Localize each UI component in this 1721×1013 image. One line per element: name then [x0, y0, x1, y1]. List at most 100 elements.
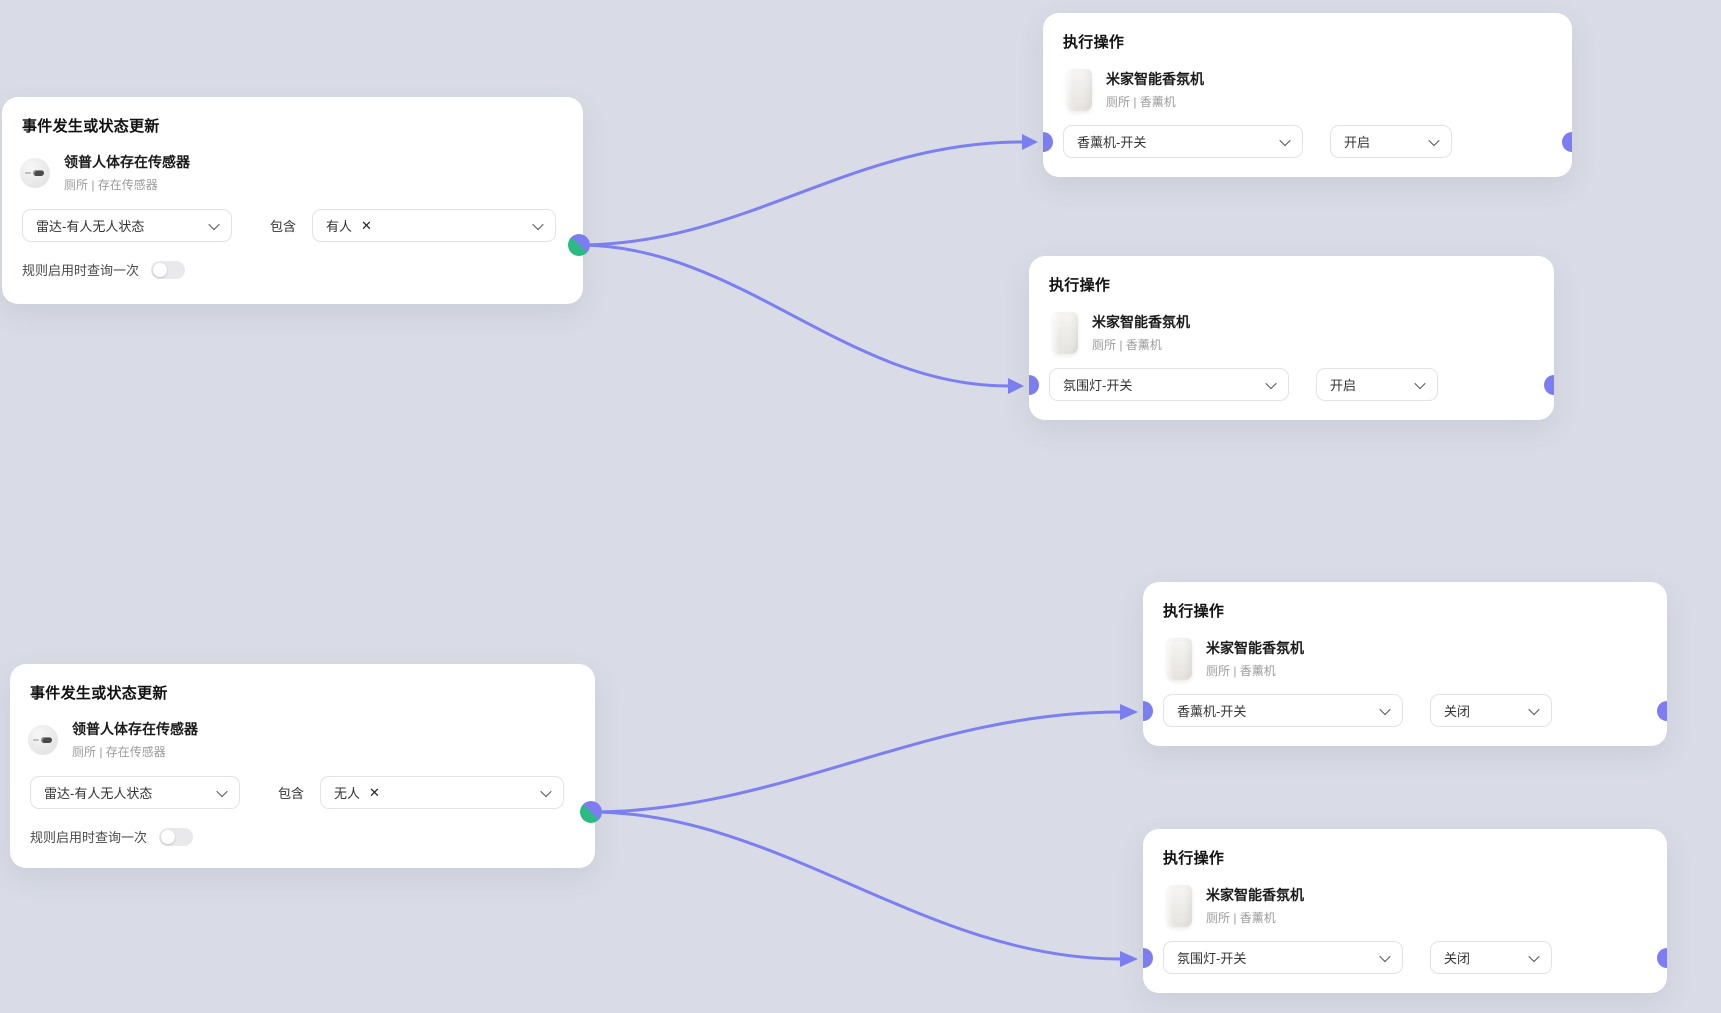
card-title: 执行操作: [1063, 34, 1125, 51]
device-location: 厕所 | 香薰机: [1092, 337, 1162, 352]
function-select-value: 氛围灯-开关: [1177, 951, 1247, 966]
chevron-down-icon: [540, 785, 552, 797]
device-row: 米家智能香氛机 厕所 | 香薰机: [1161, 885, 1304, 927]
device-name: 米家智能香氛机: [1206, 887, 1304, 904]
connection-line-trigger-bottom-action-4[interactable]: [589, 810, 1122, 961]
presence-sensor-icon: [28, 724, 58, 755]
card-title: 执行操作: [1163, 603, 1225, 620]
chevron-down-icon: [1428, 134, 1440, 146]
remove-tag-icon[interactable]: ✕: [369, 785, 380, 800]
input-handle[interactable]: [1143, 948, 1153, 968]
card-title: 事件发生或状态更新: [22, 118, 160, 135]
function-select-value: 香薰机-开关: [1177, 704, 1247, 719]
output-handle[interactable]: [1544, 375, 1554, 395]
device-location: 厕所 | 存在传感器: [64, 177, 158, 192]
device-location: 厕所 | 香薰机: [1106, 94, 1176, 109]
property-select[interactable]: 雷达-有人无人状态: [30, 776, 240, 809]
input-handle[interactable]: [1043, 132, 1053, 152]
value-tag-label: 无人: [334, 786, 361, 801]
value-tag-label: 有人: [326, 219, 353, 234]
card-title: 执行操作: [1049, 277, 1111, 294]
device-row: 领普人体存在传感器 厕所 | 存在传感器: [20, 153, 190, 193]
action-card-diffuser-on[interactable]: 执行操作 米家智能香氛机 厕所 | 香薰机 香薰机-开关 开启: [1043, 13, 1572, 177]
state-select-value: 关闭: [1444, 704, 1471, 719]
value-tag: 无人 ✕: [334, 783, 380, 802]
chevron-down-icon: [1414, 377, 1426, 389]
connection-arrow-icon: [1008, 378, 1024, 394]
device-location: 厕所 | 香薰机: [1206, 663, 1276, 678]
trigger-card-presence[interactable]: 事件发生或状态更新 领普人体存在传感器 厕所 | 存在传感器 雷达-有人无人状态…: [2, 97, 590, 304]
state-select[interactable]: 开启: [1330, 125, 1452, 158]
function-select[interactable]: 香薰机-开关: [1163, 694, 1403, 727]
output-handle[interactable]: [568, 234, 590, 256]
query-once-toggle[interactable]: [159, 827, 194, 846]
chevron-down-icon: [208, 218, 220, 230]
chevron-down-icon: [1379, 703, 1391, 715]
query-once-row: 规则启用时查询一次: [22, 260, 186, 279]
action-controls-row: 氛围灯-开关 开启: [1049, 368, 1438, 401]
aroma-diffuser-image: [1053, 312, 1078, 354]
action-controls-row: 香薰机-开关 开启: [1063, 125, 1452, 158]
chevron-down-icon: [532, 218, 544, 230]
chevron-down-icon: [1528, 703, 1540, 715]
state-select[interactable]: 关闭: [1430, 941, 1552, 974]
device-row: 米家智能香氛机 厕所 | 香薰机: [1047, 312, 1190, 354]
device-location: 厕所 | 香薰机: [1206, 910, 1276, 925]
property-select-value: 雷达-有人无人状态: [36, 219, 145, 234]
output-handle[interactable]: [1562, 132, 1572, 152]
aroma-diffuser-image: [1167, 638, 1192, 680]
output-handle[interactable]: [1657, 948, 1667, 968]
aroma-diffuser-image: [1167, 885, 1192, 927]
property-select-value: 雷达-有人无人状态: [44, 786, 153, 801]
input-handle[interactable]: [1029, 375, 1039, 395]
device-name: 领普人体存在传感器: [72, 721, 198, 737]
trigger-controls-row: 雷达-有人无人状态 包含 无人 ✕: [30, 776, 565, 809]
connection-arrow-icon: [1022, 134, 1038, 150]
property-select[interactable]: 雷达-有人无人状态: [22, 209, 232, 242]
trigger-card-absence[interactable]: 事件发生或状态更新 领普人体存在传感器 厕所 | 存在传感器 雷达-有人无人状态…: [10, 664, 602, 868]
output-handle[interactable]: [1657, 701, 1667, 721]
action-card-diffuser-off[interactable]: 执行操作 米家智能香氛机 厕所 | 香薰机 香薰机-开关 关闭: [1143, 582, 1667, 746]
state-select-value: 开启: [1330, 378, 1357, 393]
connection-line-trigger-bottom-action-3[interactable]: [589, 710, 1122, 814]
device-row: 米家智能香氛机 厕所 | 香薰机: [1061, 69, 1204, 111]
connection-arrow-icon: [1120, 704, 1138, 720]
connection-line-trigger-top-action-2[interactable]: [577, 243, 1010, 388]
query-once-row: 规则启用时查询一次: [30, 827, 194, 846]
value-tag: 有人 ✕: [326, 216, 372, 235]
value-select[interactable]: 有人 ✕: [312, 209, 557, 242]
output-handle[interactable]: [580, 801, 602, 823]
contains-label: 包含: [278, 786, 305, 801]
presence-sensor-icon: [20, 157, 50, 188]
card-title: 事件发生或状态更新: [30, 685, 168, 702]
state-select[interactable]: 关闭: [1430, 694, 1552, 727]
query-once-label: 规则启用时查询一次: [22, 263, 140, 278]
action-card-light-off[interactable]: 执行操作 米家智能香氛机 厕所 | 香薰机 氛围灯-开关 关闭: [1143, 829, 1667, 993]
device-row: 领普人体存在传感器 厕所 | 存在传感器: [28, 720, 198, 760]
device-name: 米家智能香氛机: [1092, 314, 1190, 331]
function-select[interactable]: 香薰机-开关: [1063, 125, 1303, 158]
aroma-diffuser-image: [1067, 69, 1092, 111]
trigger-controls-row: 雷达-有人无人状态 包含 有人 ✕: [22, 209, 557, 242]
device-name: 米家智能香氛机: [1106, 71, 1204, 88]
device-location: 厕所 | 存在传感器: [72, 744, 166, 759]
function-select[interactable]: 氛围灯-开关: [1163, 941, 1403, 974]
chevron-down-icon: [1279, 134, 1291, 146]
input-handle[interactable]: [1143, 701, 1153, 721]
device-row: 米家智能香氛机 厕所 | 香薰机: [1161, 638, 1304, 680]
chevron-down-icon: [1379, 950, 1391, 962]
function-select-value: 氛围灯-开关: [1063, 378, 1133, 393]
state-select-value: 开启: [1344, 135, 1371, 150]
card-title: 执行操作: [1163, 850, 1225, 867]
state-select[interactable]: 开启: [1316, 368, 1438, 401]
action-card-light-on[interactable]: 执行操作 米家智能香氛机 厕所 | 香薰机 氛围灯-开关 开启: [1029, 256, 1554, 420]
state-select-value: 关闭: [1444, 951, 1471, 966]
connection-line-trigger-top-action-1[interactable]: [577, 140, 1024, 247]
connection-arrow-icon: [1120, 951, 1138, 967]
query-once-toggle[interactable]: [151, 260, 186, 279]
function-select[interactable]: 氛围灯-开关: [1049, 368, 1289, 401]
remove-tag-icon[interactable]: ✕: [361, 218, 372, 233]
value-select[interactable]: 无人 ✕: [320, 776, 565, 809]
function-select-value: 香薰机-开关: [1077, 135, 1147, 150]
